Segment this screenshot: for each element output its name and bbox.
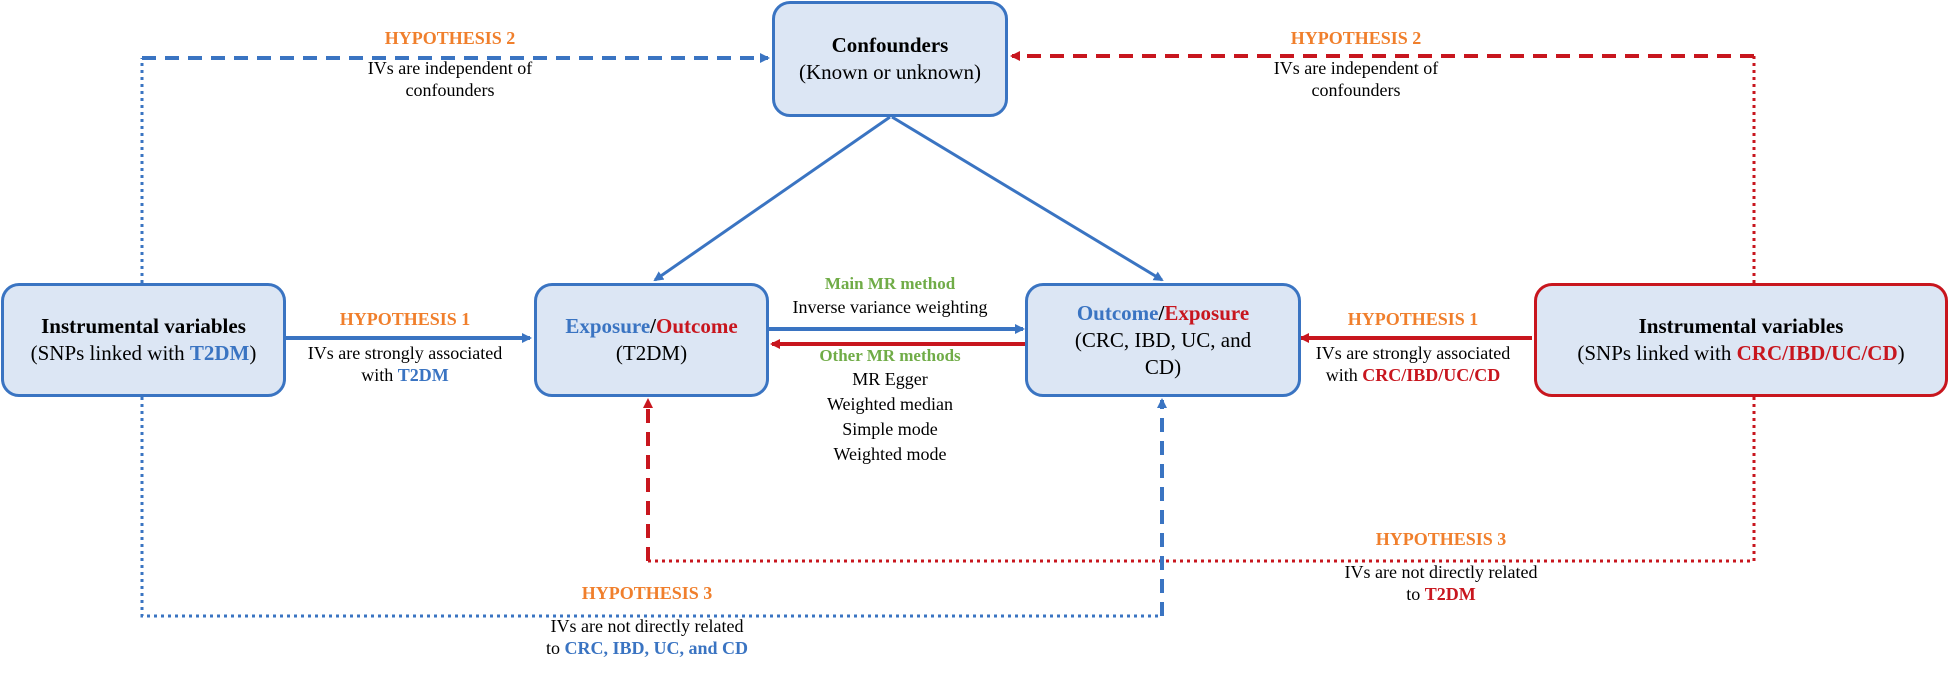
left-hyp3-highlight: CRC, IBD, UC, and CD bbox=[564, 638, 749, 658]
iv-right-prefix: (SNPs linked with bbox=[1577, 341, 1737, 365]
right-hyp2-label: HYPOTHESIS 2 IVs are independent of conf… bbox=[1206, 27, 1506, 101]
exposure-slash: / bbox=[650, 314, 656, 338]
outcome-slash: / bbox=[1158, 300, 1165, 325]
iv-left-suffix: ) bbox=[249, 341, 257, 365]
right-hyp3-highlight: T2DM bbox=[1424, 584, 1476, 604]
outcome-label: Outcome bbox=[656, 314, 738, 338]
right-hyp3-line1: IVs are not directly related bbox=[1344, 562, 1538, 582]
right-hyp2-line2: confounders bbox=[1311, 80, 1401, 100]
left-hyp3-line2: to CRC, IBD, UC, and CD bbox=[497, 637, 797, 659]
exposure-outcome-title: Exposure/Outcome bbox=[565, 313, 737, 340]
confounders-to-exposure-arrow bbox=[653, 115, 891, 282]
right-hyp3-label: HYPOTHESIS 3 IVs are not directly relate… bbox=[1291, 528, 1591, 605]
left-hyp1-heading: HYPOTHESIS 1 bbox=[339, 309, 471, 329]
left-hyp1-prefix: with bbox=[361, 365, 398, 385]
right-hyp2-line1: IVs are independent of bbox=[1273, 58, 1439, 78]
exposure-label: Exposure bbox=[565, 314, 651, 338]
main-mr-label: Main MR method Inverse variance weightin… bbox=[740, 273, 1040, 318]
iv-right-suffix: ) bbox=[1897, 341, 1905, 365]
left-hyp2-line1: IVs are independent of bbox=[367, 58, 533, 78]
other-mr-method-1: MR Egger bbox=[852, 369, 928, 389]
outcome-exposure-line3: CD) bbox=[1144, 354, 1182, 379]
iv-left-title: Instrumental variables bbox=[41, 314, 246, 338]
right-hyp3-line2: to T2DM bbox=[1291, 583, 1591, 605]
exposure-label-2: Exposure bbox=[1164, 300, 1250, 325]
left-hyp2-heading: HYPOTHESIS 2 bbox=[384, 28, 516, 48]
left-hyp1-line1: IVs are strongly associated bbox=[307, 343, 503, 363]
right-hyp1-label: HYPOTHESIS 1 IVs are strongly associated… bbox=[1263, 308, 1563, 386]
left-hyp3-dotted-line bbox=[140, 397, 1162, 618]
left-hyp3-prefix: to bbox=[545, 638, 565, 658]
right-hyp1-heading: HYPOTHESIS 1 bbox=[1347, 309, 1479, 329]
iv-left-highlight: T2DM bbox=[189, 341, 250, 365]
right-hyp1-line2: with CRC/IBD/UC/CD bbox=[1263, 364, 1563, 386]
left-hyp1-highlight: T2DM bbox=[397, 365, 449, 385]
left-hyp2-line2: confounders bbox=[405, 80, 495, 100]
iv-left-prefix: (SNPs linked with bbox=[30, 341, 190, 365]
exposure-outcome-box: Exposure/Outcome (T2DM) bbox=[534, 283, 769, 397]
right-hyp1-line1: IVs are strongly associated bbox=[1315, 343, 1511, 363]
confounders-subtitle: (Known or unknown) bbox=[799, 60, 981, 84]
right-hyp2-heading: HYPOTHESIS 2 bbox=[1290, 28, 1422, 48]
iv-left-box: Instrumental variables (SNPs linked with… bbox=[1, 283, 286, 397]
right-hyp1-prefix: with bbox=[1325, 365, 1363, 385]
exposure-outcome-subtitle: (T2DM) bbox=[615, 341, 688, 365]
other-mr-heading: Other MR methods bbox=[819, 346, 961, 365]
outcome-exposure-line2: (CRC, IBD, UC, and bbox=[1074, 327, 1252, 352]
left-hyp3-line1: IVs are not directly related bbox=[550, 616, 744, 636]
iv-right-title: Instrumental variables bbox=[1638, 314, 1844, 338]
outcome-exposure-box: Outcome/Exposure (CRC, IBD, UC, and CD) bbox=[1025, 283, 1301, 397]
main-mr-line1: Inverse variance weighting bbox=[792, 297, 988, 317]
iv-right-highlight: CRC/IBD/UC/CD bbox=[1736, 341, 1898, 365]
right-hyp3-prefix: to bbox=[1406, 584, 1425, 604]
right-hyp1-highlight: CRC/IBD/UC/CD bbox=[1362, 365, 1501, 385]
right-hyp3-heading: HYPOTHESIS 3 bbox=[1375, 529, 1507, 549]
right-hyp3-dotted-line bbox=[648, 397, 1756, 563]
main-mr-heading: Main MR method bbox=[824, 274, 956, 293]
outcome-exposure-title: Outcome/Exposure bbox=[1077, 300, 1249, 327]
confounders-title: Confounders bbox=[831, 33, 949, 57]
confounders-to-outcome-arrow bbox=[891, 115, 1164, 282]
outcome-label-2: Outcome bbox=[1076, 300, 1159, 325]
other-mr-method-4: Weighted mode bbox=[833, 444, 947, 464]
other-mr-method-3: Simple mode bbox=[842, 419, 938, 439]
left-hyp3-label: HYPOTHESIS 3 IVs are not directly relate… bbox=[497, 582, 797, 659]
left-hyp3-heading: HYPOTHESIS 3 bbox=[581, 583, 713, 603]
iv-right-box: Instrumental variables (SNPs linked with… bbox=[1534, 283, 1948, 397]
left-hyp2-label: HYPOTHESIS 2 IVs are independent of conf… bbox=[300, 27, 600, 101]
left-hyp1-label: HYPOTHESIS 1 IVs are strongly associated… bbox=[255, 308, 555, 386]
confounders-box: Confounders (Known or unknown) bbox=[772, 1, 1008, 117]
left-hyp1-line2: with T2DM bbox=[255, 364, 555, 386]
other-mr-method-2: Weighted median bbox=[826, 394, 953, 414]
iv-right-line2: (SNPs linked with CRC/IBD/UC/CD) bbox=[1577, 340, 1904, 367]
other-mr-label: Other MR methods MR Egger Weighted media… bbox=[740, 345, 1040, 467]
iv-left-line2: (SNPs linked with T2DM) bbox=[31, 340, 257, 367]
